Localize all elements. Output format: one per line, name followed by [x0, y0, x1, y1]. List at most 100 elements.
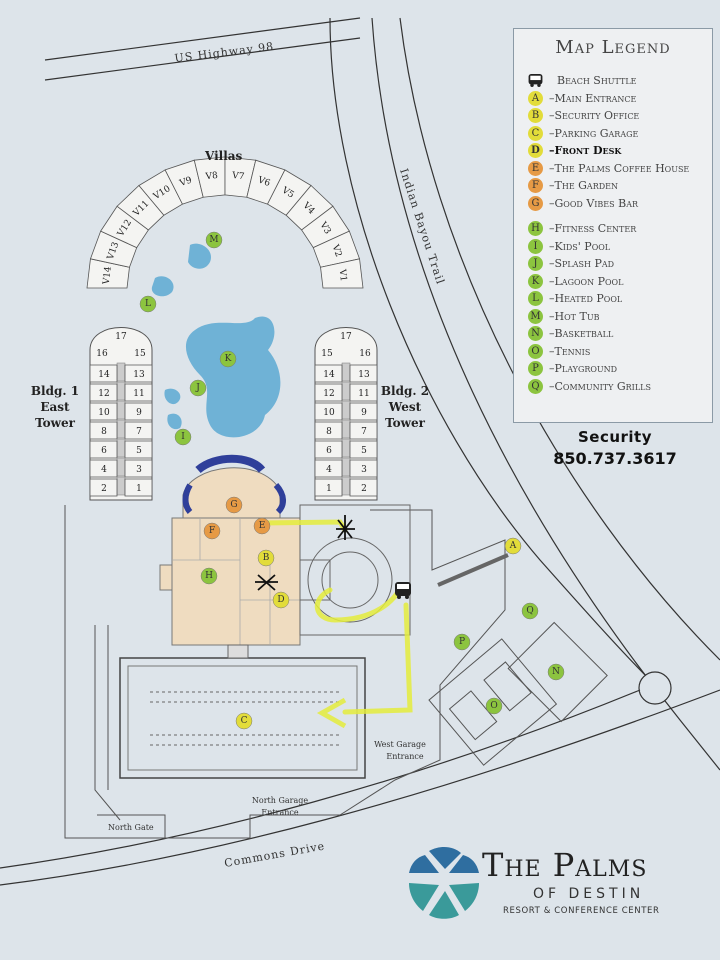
legend-dash: – — [549, 257, 555, 271]
marker-letter: P — [459, 637, 465, 647]
svg-text:North Garage: North Garage — [252, 796, 308, 805]
marker-h[interactable]: H — [200, 567, 218, 585]
west-tower-label: Bldg. 2 West Tower — [381, 384, 429, 430]
villa-unit-label: V9 — [178, 175, 194, 189]
marker-letter: E — [259, 521, 266, 531]
legend-item-shuttle: Beach Shuttle — [514, 72, 712, 90]
tower-unit-label: 7 — [136, 427, 142, 437]
tower-unit-label: 6 — [326, 446, 332, 456]
legend-item-q: Q– Community Grills — [514, 378, 712, 396]
tower-unit-label: 10 — [323, 408, 335, 418]
tower-unit-label: 5 — [361, 446, 367, 456]
tower-unit — [124, 402, 153, 421]
tower-unit-label: 13 — [133, 370, 145, 380]
marker-p[interactable]: P — [453, 633, 471, 651]
logo-sub: OF DESTIN — [533, 886, 645, 902]
svg-text:West: West — [388, 400, 422, 414]
legend-marker: B — [528, 108, 543, 124]
legend-label: Tennis — [554, 344, 591, 358]
legend-marker: H — [528, 221, 543, 237]
legend-item-l: L– Heated Pool — [514, 290, 712, 308]
marker-k[interactable]: K — [219, 350, 237, 368]
beach-shuttle-icon — [395, 582, 411, 599]
legend-dash: – — [549, 239, 555, 253]
legend-marker: I — [528, 238, 543, 254]
legend-dash: – — [549, 222, 555, 236]
legend-item-n: N– Basketball — [514, 325, 712, 343]
legend-dash: – — [549, 362, 555, 376]
legend-label: The Garden — [554, 179, 619, 193]
marker-n[interactable]: N — [547, 663, 565, 681]
villas-label: Villas — [204, 149, 243, 163]
security-title: Security — [577, 428, 653, 446]
marker-letter: B — [263, 553, 270, 563]
marker-j[interactable]: J — [189, 379, 207, 397]
tower-unit-label: 1 — [326, 484, 332, 494]
marker-letter: C — [241, 716, 248, 726]
tower-unit — [314, 478, 343, 497]
marker-o[interactable]: O — [485, 697, 503, 715]
route-arrow — [316, 697, 347, 729]
tower-unit-label: 9 — [136, 408, 142, 418]
tower-unit — [349, 440, 378, 459]
svg-text:West Garage: West Garage — [374, 740, 426, 749]
marker-letter: M — [209, 235, 218, 245]
legend-label: Good Vibes Bar — [554, 196, 639, 210]
legend-item-j: J– Splash Pad — [514, 255, 712, 273]
villa-unit-label: V2 — [329, 243, 343, 259]
tower-unit — [349, 383, 378, 402]
legend-label: Kids' Pool — [554, 239, 611, 253]
legend-dash: – — [549, 327, 555, 341]
recreation-area — [428, 553, 608, 766]
marker-q[interactable]: Q — [521, 602, 539, 620]
west-garage-label: West Garage Entrance — [374, 740, 426, 761]
villa-unit-label: V8 — [204, 171, 219, 182]
legend-marker: F — [528, 178, 543, 194]
legend-label: Community Grills — [554, 379, 651, 393]
lagoon-pool — [151, 243, 281, 438]
legend-item-a: A– Main Entrance — [514, 90, 712, 108]
tower-unit-label: 11 — [133, 389, 144, 399]
legend-label: Splash Pad — [554, 257, 615, 271]
marker-b[interactable]: B — [257, 549, 275, 567]
tower-unit — [349, 402, 378, 421]
north-garage-label: North Garage Entrance — [252, 796, 308, 817]
security-contact: Security 850.737.3617 — [540, 428, 690, 468]
bus-icon — [528, 74, 543, 88]
marker-letter: Q — [526, 606, 533, 616]
legend-marker: P — [528, 361, 543, 377]
tower-unit-label: 3 — [361, 465, 367, 475]
legend-item-b: B– Security Office — [514, 107, 712, 125]
us-highway-98: US Highway 98 — [44, 17, 361, 81]
marker-m[interactable]: M — [205, 231, 223, 249]
marker-f[interactable]: F — [203, 522, 221, 540]
marker-letter: A — [509, 541, 517, 551]
tower-unit — [349, 478, 378, 497]
legend-label: Hot Tub — [554, 309, 600, 323]
marker-letter: K — [225, 354, 232, 364]
marker-l[interactable]: L — [139, 295, 157, 313]
tower-unit-label: 11 — [358, 389, 369, 399]
marker-i[interactable]: I — [174, 428, 192, 446]
marker-d[interactable]: D — [272, 591, 290, 609]
tower-unit-label: 13 — [358, 370, 370, 380]
marker-g[interactable]: G — [225, 496, 243, 514]
svg-text:Tower: Tower — [35, 416, 76, 430]
tower-unit-label: 3 — [136, 465, 142, 475]
marker-c[interactable]: C — [235, 712, 253, 730]
legend-dash: – — [549, 344, 555, 358]
marker-e[interactable]: E — [253, 517, 271, 535]
tower-unit-label: 8 — [326, 427, 332, 437]
tower-unit-label: 14 — [323, 370, 335, 380]
legend-dash: – — [549, 196, 555, 210]
marker-letter: H — [205, 571, 213, 581]
villa-unit — [320, 258, 364, 289]
legend-marker: K — [528, 273, 543, 289]
tower-unit — [124, 440, 153, 459]
marker-letter: L — [145, 299, 151, 309]
tower-unit-label: 16 — [359, 349, 371, 359]
svg-text:Tower: Tower — [385, 416, 426, 430]
legend-label: Lagoon Pool — [554, 274, 624, 288]
marker-letter: I — [181, 432, 185, 442]
marker-a[interactable]: A — [504, 537, 522, 555]
